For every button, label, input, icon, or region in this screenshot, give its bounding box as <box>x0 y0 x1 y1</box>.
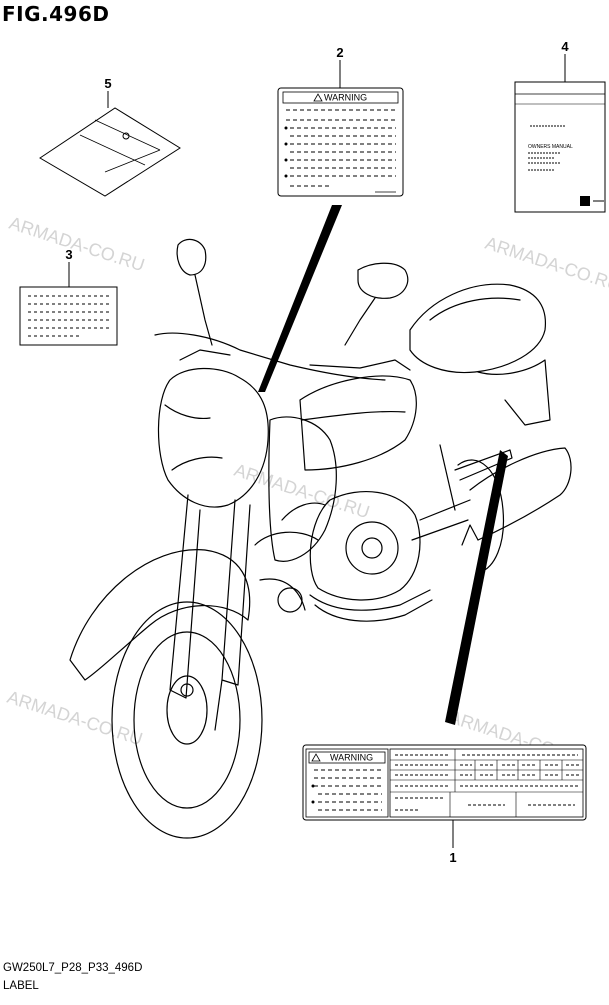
watermark: ARMADA-CO.RU <box>7 213 147 276</box>
callout-1: 1 <box>449 850 456 865</box>
leader-wedge-2 <box>258 205 342 392</box>
figure-title: FIG.496D <box>2 2 110 26</box>
motorcycle-outline <box>69 238 572 839</box>
part-3-label <box>19 286 118 346</box>
callout-5: 5 <box>104 76 111 91</box>
callout-2: 2 <box>336 45 343 60</box>
part-1-label: WARNING <box>302 744 587 821</box>
watermark: ARMADA-CO.RU <box>483 233 609 296</box>
callout-lines <box>68 54 566 848</box>
section-label: LABEL <box>3 980 39 992</box>
part-1-warning-text: WARNING <box>330 753 373 763</box>
watermark: ARMADA-CO.RU <box>232 460 372 523</box>
part-4-manual: OWNERS MANUAL <box>514 81 606 213</box>
figure-code: GW250L7_P28_P33_496D <box>3 962 143 974</box>
callout-4: 4 <box>561 39 569 54</box>
part-2-label: WARNING <box>277 87 404 197</box>
part-2-warning-text: WARNING <box>324 93 367 103</box>
warning-triangle-icon <box>313 93 323 102</box>
watermark: ARMADA-CO.RU <box>5 687 145 750</box>
callout-3: 3 <box>65 247 72 262</box>
leader-wedge-1 <box>445 450 508 725</box>
manual-title-text: OWNERS MANUAL <box>528 144 573 150</box>
warning-triangle-icon <box>311 753 321 762</box>
suzuki-logo-icon <box>580 196 590 206</box>
part-5-label <box>39 107 181 197</box>
